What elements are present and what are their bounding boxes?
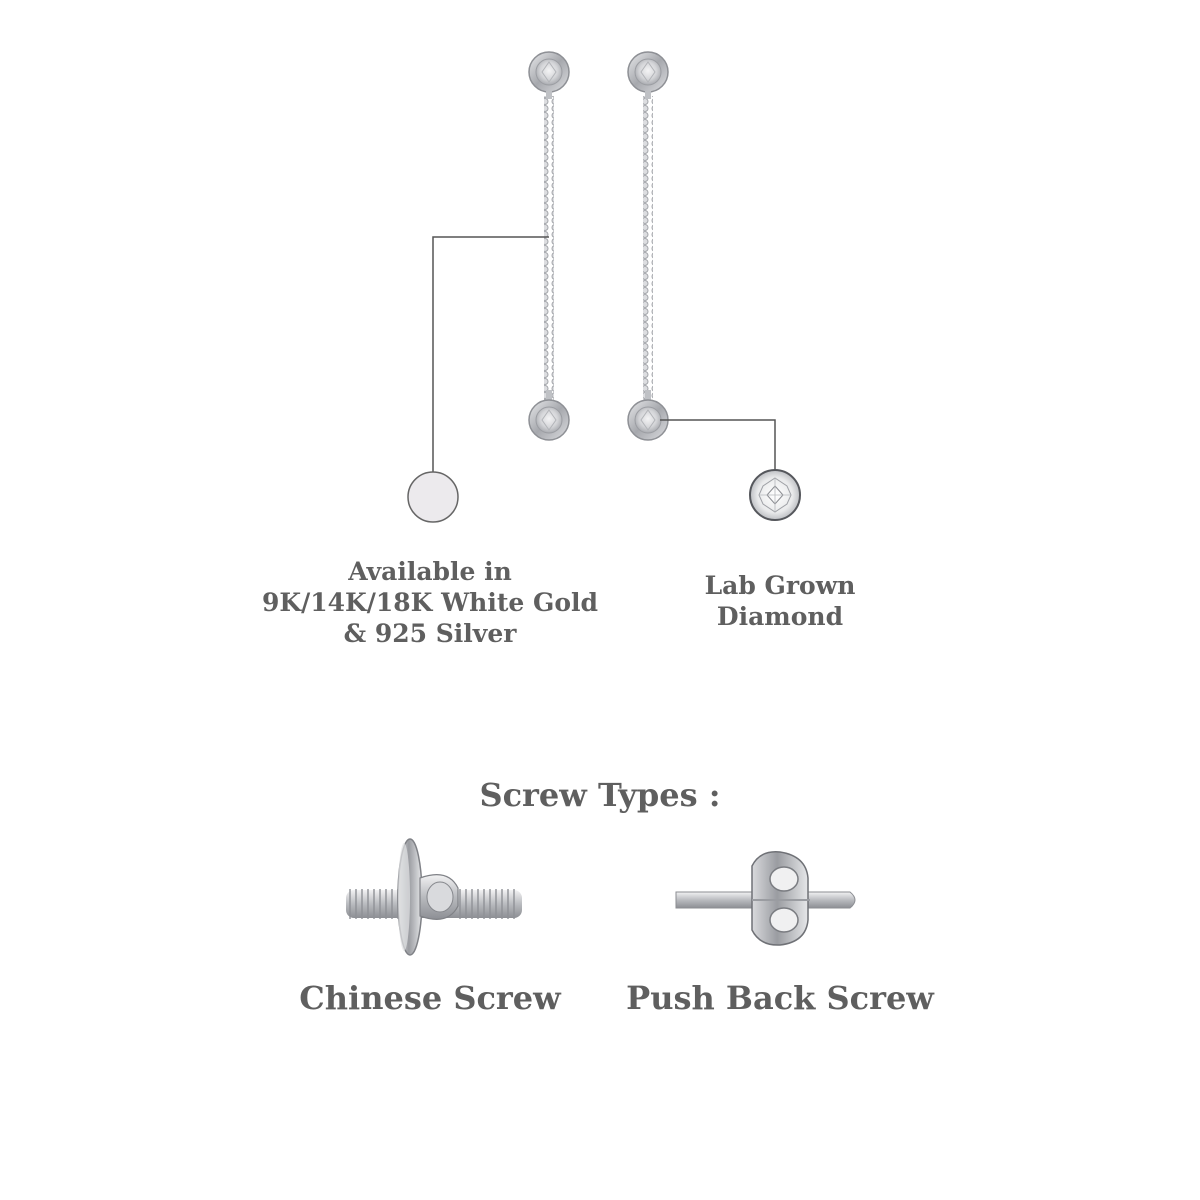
metal-label-line-2: 9K/14K/18K White Gold xyxy=(261,588,599,617)
chinese-screw-label: Chinese Screw xyxy=(299,979,561,1017)
metal-label-line-3: & 925 Silver xyxy=(343,619,517,648)
metal-leader-line xyxy=(432,236,549,472)
push-back-screw-label: Push Back Screw xyxy=(626,979,934,1017)
stone-label-line-2: Diamond xyxy=(716,602,844,631)
stone-leader-line xyxy=(660,419,776,470)
chinese-screw-icon xyxy=(346,838,522,956)
stone-label-line-1: Lab Grown xyxy=(704,571,856,600)
metal-label: Available in 9K/14K/18K White Gold & 925… xyxy=(240,556,620,649)
metal-label-line-1: Available in xyxy=(348,557,512,586)
metal-swatch xyxy=(407,471,459,523)
left-earring xyxy=(528,51,570,441)
screw-types-title: Screw Types : xyxy=(479,776,721,814)
stone-label: Lab Grown Diamond xyxy=(660,570,900,632)
push-back-screw-icon xyxy=(675,851,856,946)
right-earring xyxy=(627,51,669,441)
round-diamond-icon xyxy=(749,469,801,521)
